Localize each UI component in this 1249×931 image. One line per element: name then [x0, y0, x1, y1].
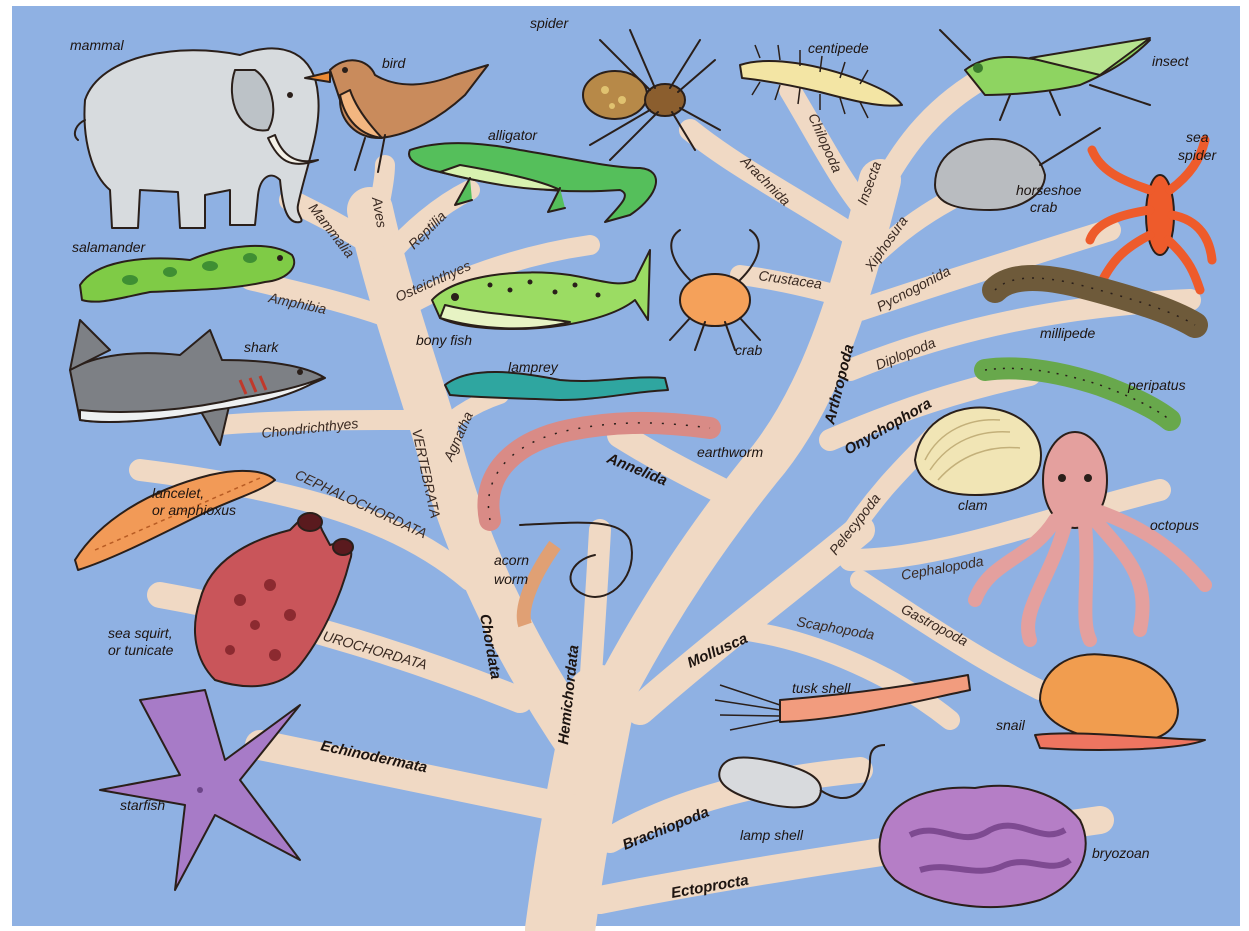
label-horseshoe-2: crab — [1030, 199, 1057, 215]
bryozoan-illustration — [880, 786, 1086, 907]
label-acorn-worm-1: acorn — [494, 552, 529, 568]
label-starfish: starfish — [120, 797, 165, 813]
label-crab: crab — [735, 342, 762, 358]
label-tusk-shell: tusk shell — [792, 680, 851, 696]
label-bryozoan: bryozoan — [1092, 845, 1150, 861]
label-millipede: millipede — [1040, 325, 1095, 341]
label-spider: spider — [530, 15, 569, 31]
label-octopus: octopus — [1150, 517, 1199, 533]
label-lancelet-2: or amphioxus — [152, 502, 236, 518]
label-acorn-worm-2: worm — [494, 571, 529, 587]
label-bony-fish: bony fish — [416, 332, 472, 348]
label-sea-squirt-1: sea squirt, — [108, 625, 173, 641]
label-shark: shark — [244, 339, 279, 355]
label-centipede: centipede — [808, 40, 869, 56]
label-lancelet-1: lancelet, — [152, 485, 204, 501]
label-mammal: mammal — [70, 37, 125, 53]
label-sea-squirt-2: or tunicate — [108, 642, 174, 658]
label-sea-spider-1: sea — [1186, 129, 1209, 145]
label-clam: clam — [958, 497, 988, 513]
label-lamp-shell: lamp shell — [740, 827, 804, 843]
label-insect: insect — [1152, 53, 1190, 69]
label-sea-spider-2: spider — [1178, 147, 1217, 163]
label-snail: snail — [996, 717, 1026, 733]
label-peripatus: peripatus — [1127, 377, 1186, 393]
label-horseshoe-1: horseshoe — [1016, 182, 1082, 198]
mammal-illustration — [75, 48, 319, 228]
label-alligator: alligator — [488, 127, 538, 143]
label-salamander: salamander — [72, 239, 146, 255]
label-bird: bird — [382, 55, 407, 71]
label-lamprey: lamprey — [508, 359, 559, 375]
label-earthworm: earthworm — [697, 444, 763, 460]
